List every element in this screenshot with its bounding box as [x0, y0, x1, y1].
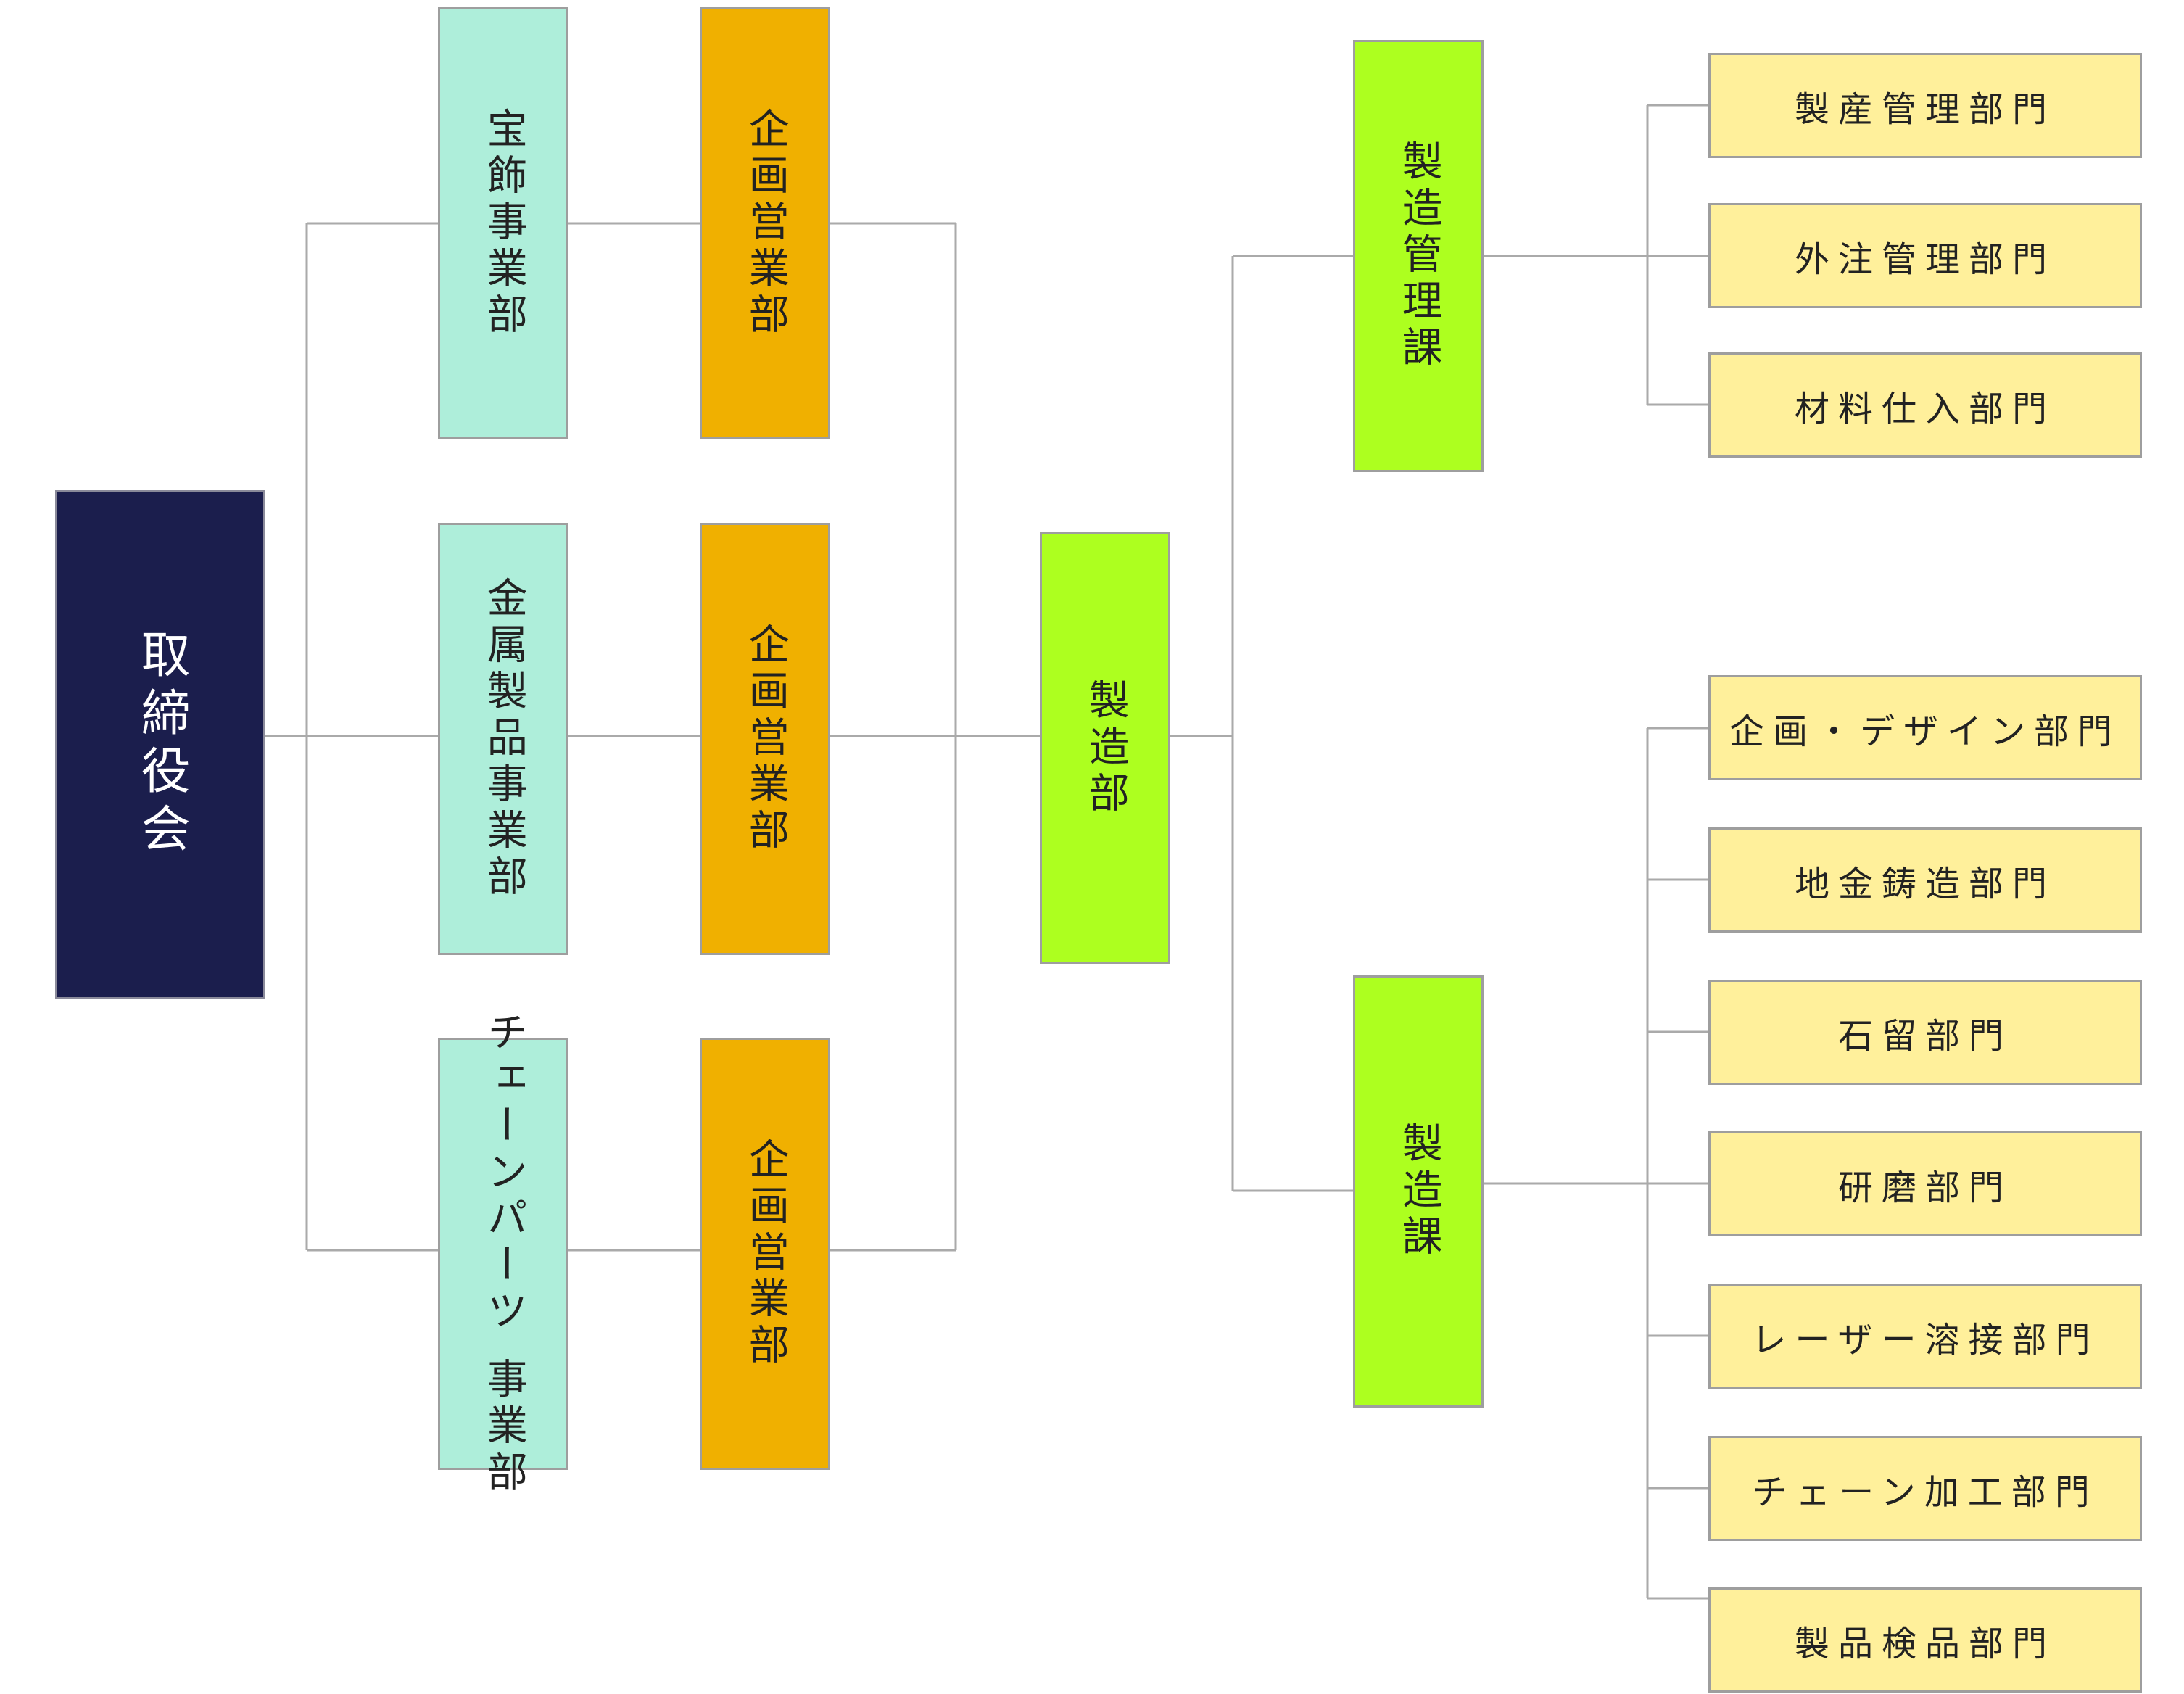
unit-outsourcing-management-box: 外注管理部門 [1708, 203, 2142, 308]
division-chain-parts-box: チェーンパーツ 事業部 [438, 1011, 568, 1497]
unit-label: 地金鋳造部門 [1794, 863, 2056, 904]
manufacturing-dept-box: 製造部 [1040, 532, 1170, 964]
unit-polishing-box: 研磨部門 [1708, 1131, 2142, 1236]
unit-label: 製産管理部門 [1794, 88, 2056, 130]
unit-planning-design-box: 企画・デザイン部門 [1708, 675, 2142, 780]
sales-dept-metal-products-box: 企画営業部 [700, 523, 830, 955]
unit-label: 材料仕入部門 [1794, 388, 2056, 429]
unit-label: 石留部門 [1837, 1015, 2012, 1057]
division-metal-products-label: 金属製品事業部 [480, 577, 528, 901]
unit-product-inspection-box: 製品検品部門 [1708, 1587, 2142, 1693]
unit-chain-processing-box: チェーン加工部門 [1708, 1436, 2142, 1541]
unit-label: チェーン加工部門 [1752, 1471, 2098, 1513]
unit-metal-casting-box: 地金鋳造部門 [1708, 827, 2142, 933]
division-chain-parts-label-line1: チェーンパーツ [480, 1011, 528, 1336]
unit-production-management-box: 製産管理部門 [1708, 53, 2142, 158]
board-of-directors-box: 取締役会 [55, 490, 265, 999]
division-metal-products-box: 金属製品事業部 [438, 523, 568, 955]
unit-label: 外注管理部門 [1794, 239, 2056, 280]
manufacturing-control-section-box: 製造管理課 [1353, 40, 1484, 472]
production-section-label: 製造課 [1395, 1122, 1443, 1261]
manufacturing-dept-label: 製造部 [1082, 679, 1130, 818]
production-section-box: 製造課 [1353, 975, 1484, 1408]
manufacturing-control-section-label: 製造管理課 [1395, 140, 1443, 372]
sales-dept-chain-parts-box: 企画営業部 [700, 1038, 830, 1470]
unit-stone-setting-box: 石留部門 [1708, 980, 2142, 1085]
division-jewelry-label: 宝飾事業部 [480, 107, 528, 339]
unit-material-purchasing-box: 材料仕入部門 [1708, 352, 2142, 458]
division-chain-parts-label-group: チェーンパーツ 事業部 [480, 1011, 528, 1497]
unit-label: 研磨部門 [1837, 1167, 2012, 1208]
unit-label: 企画・デザイン部門 [1729, 711, 2121, 752]
sales-dept-label: 企画営業部 [742, 623, 790, 855]
unit-label: レーザー溶接部門 [1751, 1319, 2099, 1360]
sales-dept-label: 企画営業部 [742, 107, 790, 339]
division-chain-parts-label-line2: 事業部 [480, 1358, 528, 1497]
division-jewelry-box: 宝飾事業部 [438, 7, 568, 439]
board-of-directors-label: 取締役会 [132, 629, 190, 861]
unit-laser-welding-box: レーザー溶接部門 [1708, 1284, 2142, 1389]
sales-dept-label: 企画営業部 [742, 1138, 790, 1370]
sales-dept-jewelry-box: 企画営業部 [700, 7, 830, 439]
unit-label: 製品検品部門 [1794, 1623, 2056, 1664]
